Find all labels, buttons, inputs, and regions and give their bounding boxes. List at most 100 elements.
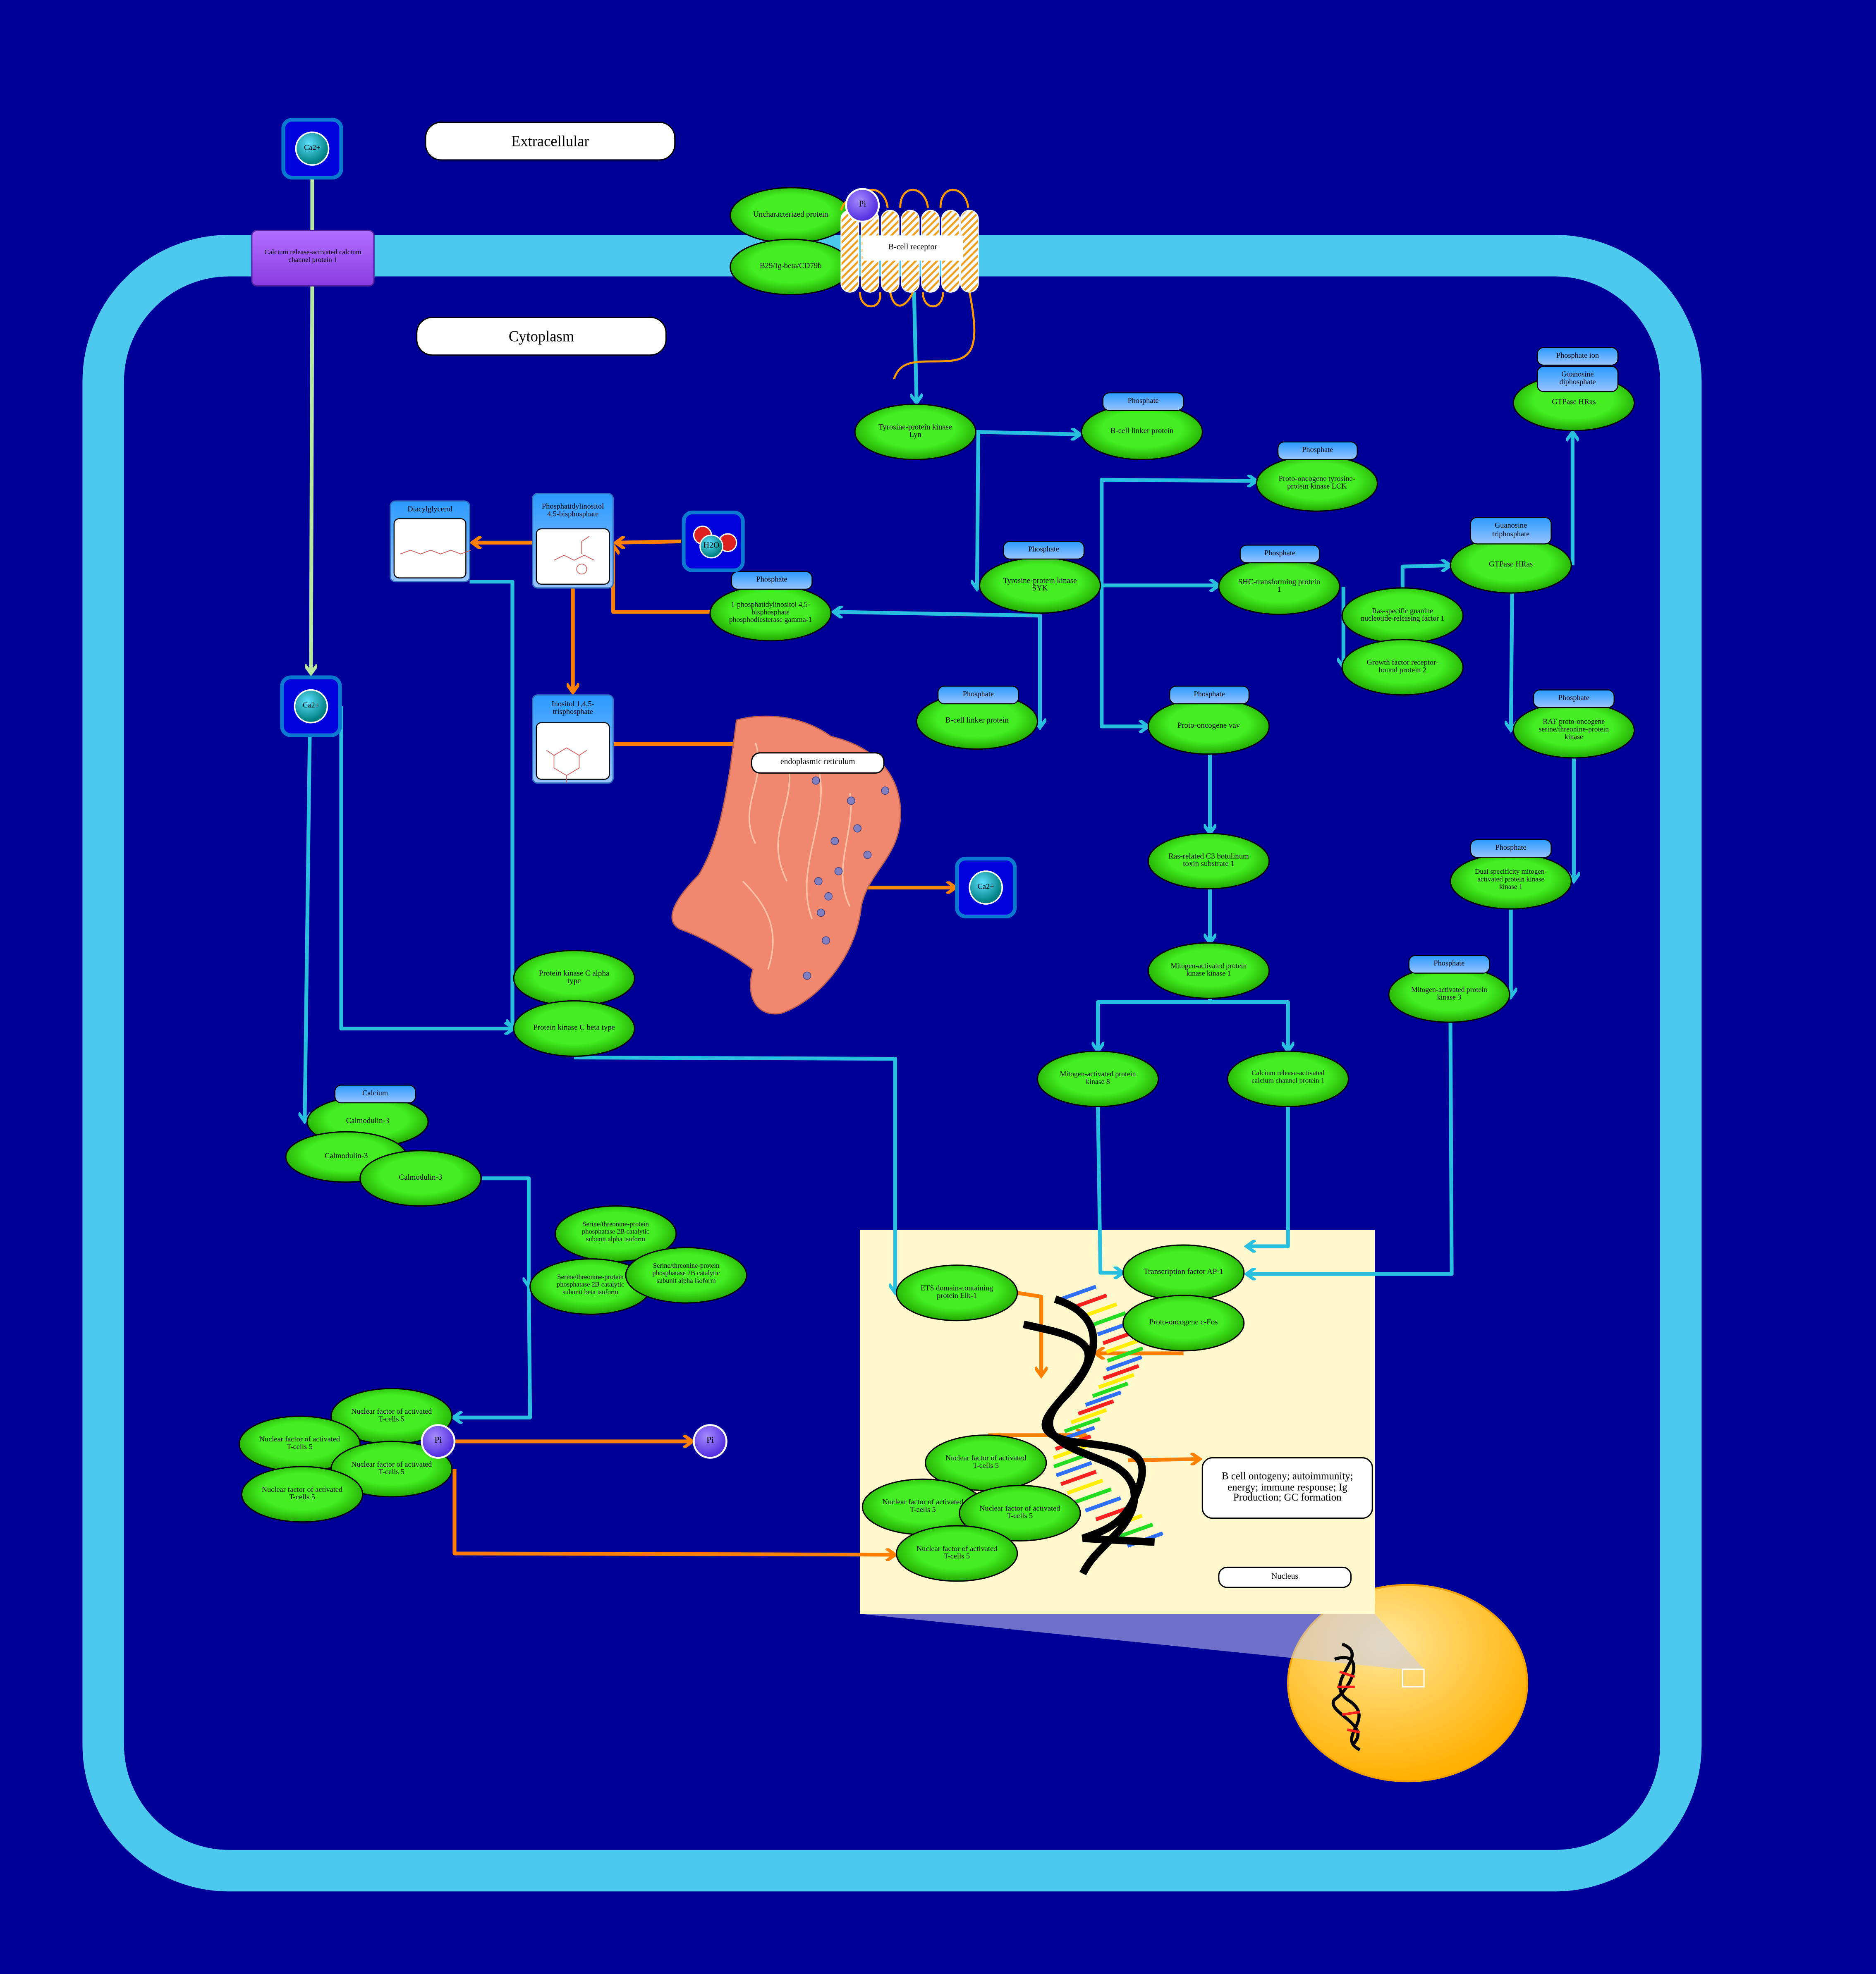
protein-nfat2[interactable]: Nuclear factor of activated T-cells 5 — [238, 1415, 361, 1472]
reaction-arrow[interactable] — [1096, 1106, 1123, 1273]
protein-shape[interactable] — [959, 1485, 1081, 1542]
protein-shape[interactable] — [330, 1441, 453, 1498]
protein-shape[interactable] — [896, 1264, 1018, 1322]
protein-pkca[interactable]: Protein kinase C alpha type — [513, 950, 635, 1007]
reaction-arrow[interactable] — [452, 1469, 895, 1555]
reaction-arrow[interactable] — [914, 292, 916, 403]
protein-shape[interactable] — [1122, 1295, 1245, 1352]
released-phosphate[interactable]: Pi — [693, 1424, 727, 1459]
diacylglycerol[interactable]: Diacylglycerol — [390, 500, 471, 583]
modification-phosphate[interactable] — [1277, 441, 1358, 460]
endoplasmic-reticulum[interactable] — [671, 715, 901, 1015]
protein-shape[interactable] — [513, 1000, 635, 1057]
reaction-arrow[interactable] — [311, 286, 312, 674]
pip2[interactable]: Phosphatidylinositol 4,5-bisphosphate — [532, 493, 614, 589]
protein-lck[interactable]: Proto-oncogene tyrosine-protein kinase L… — [1256, 441, 1378, 512]
protein-grb2[interactable]: Growth factor receptor-bound protein 2 — [1341, 639, 1464, 696]
reaction-arrow[interactable] — [574, 1055, 895, 1293]
reaction-arrow[interactable] — [833, 612, 1040, 616]
protein-shape[interactable] — [625, 1247, 747, 1304]
protein-plcg[interactable]: 1-phosphatidylinositol 4,5-bisphosphate … — [709, 571, 832, 642]
modification-phosphate_ion[interactable] — [1536, 347, 1619, 366]
protein-pp2b_a2[interactable]: Serine/threonine-protein phosphatase 2B … — [625, 1247, 747, 1304]
protein-mapk3[interactable]: Mitogen-activated protein kinase 3Phosph… — [1388, 955, 1510, 1023]
modification-phosphate[interactable] — [1533, 689, 1615, 708]
calcium-ion-extracellular[interactable]: Ca2+ — [281, 117, 343, 180]
protein-elk1[interactable]: ETS domain-containing protein Elk-1 — [896, 1264, 1018, 1322]
modification-gdp[interactable] — [1536, 366, 1619, 392]
modification-gtp[interactable] — [1470, 517, 1552, 545]
reaction-arrow[interactable] — [976, 432, 1080, 434]
extracellular-box[interactable] — [425, 122, 676, 161]
reaction-arrow[interactable] — [977, 432, 978, 589]
modification-phosphate[interactable] — [731, 571, 813, 590]
protein-shape[interactable] — [896, 1525, 1018, 1582]
reaction-arrow[interactable] — [482, 1176, 529, 1287]
modification-phosphate[interactable] — [1240, 545, 1320, 564]
protein-nfat8[interactable]: Nuclear factor of activated T-cells 5 — [896, 1525, 1018, 1582]
protein-shape[interactable] — [1227, 1050, 1349, 1107]
b-cell-receptor[interactable]: B-cell receptor — [840, 189, 979, 380]
protein-shape[interactable] — [1036, 1050, 1159, 1107]
modification-phosphate[interactable] — [937, 686, 1019, 705]
protein-pp2b_a1[interactable]: Serine/threonine-protein phosphatase 2B … — [555, 1205, 677, 1262]
modification-calcium[interactable] — [334, 1085, 416, 1104]
reaction-arrow[interactable] — [1247, 1106, 1290, 1246]
reaction-arrow[interactable] — [1100, 585, 1149, 727]
protein-shape[interactable] — [1341, 639, 1464, 696]
reaction-arrow[interactable] — [1247, 1022, 1454, 1274]
protein-dusp[interactable]: Dual specificity mitogen-activated prote… — [1450, 839, 1572, 910]
protein-calm3[interactable]: Calmodulin-3 — [359, 1150, 482, 1207]
cytoplasm-box[interactable] — [416, 316, 667, 356]
protein-nfat5[interactable]: Nuclear factor of activated T-cells 5 — [925, 1434, 1047, 1491]
calcium-channel[interactable] — [251, 229, 375, 287]
reaction-arrow[interactable] — [339, 706, 514, 1028]
protein-shape[interactable] — [854, 403, 976, 460]
phosphate-on-nfat[interactable]: Pi — [421, 1424, 456, 1459]
reaction-arrow[interactable] — [616, 541, 682, 542]
protein-ap1[interactable]: Transcription factor AP-1 — [1122, 1244, 1245, 1301]
modification-phosphate[interactable] — [1169, 686, 1250, 705]
reaction-arrow[interactable] — [1210, 1000, 1288, 1052]
protein-orai[interactable]: Calcium release-activated calcium channe… — [1227, 1050, 1349, 1107]
outcome-box[interactable] — [1201, 1457, 1373, 1519]
protein-pkcb[interactable]: Protein kinase C beta type — [513, 1000, 635, 1057]
reaction-arrow[interactable] — [1511, 593, 1512, 730]
protein-mapk8[interactable]: Mitogen-activated protein kinase 8 — [1036, 1050, 1159, 1107]
calcium-ion-cytoplasm[interactable]: Ca2+ — [280, 675, 342, 737]
protein-shape[interactable] — [359, 1150, 482, 1207]
protein-map2k1[interactable]: Mitogen-activated protein kinase kinase … — [1147, 942, 1270, 999]
reaction-arrow[interactable] — [469, 580, 513, 1029]
water-molecule[interactable]: H2O — [682, 510, 745, 572]
er-box[interactable] — [751, 752, 885, 774]
protein-lyn[interactable]: Tyrosine-protein kinase Lyn — [854, 403, 976, 460]
protein-shape[interactable] — [1147, 942, 1270, 999]
protein-raf[interactable]: RAF proto-oncogene serine/threonine-prot… — [1512, 689, 1635, 759]
protein-nfat3[interactable]: Nuclear factor of activated T-cells 5 — [330, 1441, 453, 1498]
protein-nfat4[interactable]: Nuclear factor of activated T-cells 5 — [241, 1466, 364, 1523]
protein-fos[interactable]: Proto-oncogene c-Fos — [1122, 1295, 1245, 1352]
protein-cd79b[interactable]: B29/Ig-beta/CD79b — [730, 239, 852, 296]
protein-nfat7[interactable]: Nuclear factor of activated T-cells 5 — [959, 1485, 1081, 1542]
modification-phosphate[interactable] — [1408, 955, 1490, 974]
protein-rac[interactable]: Ras-related C3 botulinum toxin substrate… — [1147, 833, 1270, 890]
reaction-arrow[interactable] — [1400, 565, 1450, 588]
reaction-arrow[interactable] — [453, 1286, 532, 1418]
modification-phosphate[interactable] — [1102, 392, 1184, 411]
reaction-arrow[interactable] — [1017, 1291, 1041, 1376]
modification-phosphate[interactable] — [1003, 541, 1085, 560]
protein-unchar[interactable]: Uncharacterized protein — [730, 187, 852, 244]
modification-phosphate[interactable] — [1470, 839, 1552, 858]
ip3[interactable]: Inositol 1,4,5-trisphosphate — [532, 694, 614, 784]
reaction-arrow[interactable] — [305, 736, 312, 1122]
nucleus-box[interactable] — [1218, 1566, 1352, 1588]
protein-shape[interactable] — [241, 1466, 364, 1523]
calcium-ion-released[interactable]: Ca2+ — [955, 856, 1017, 919]
